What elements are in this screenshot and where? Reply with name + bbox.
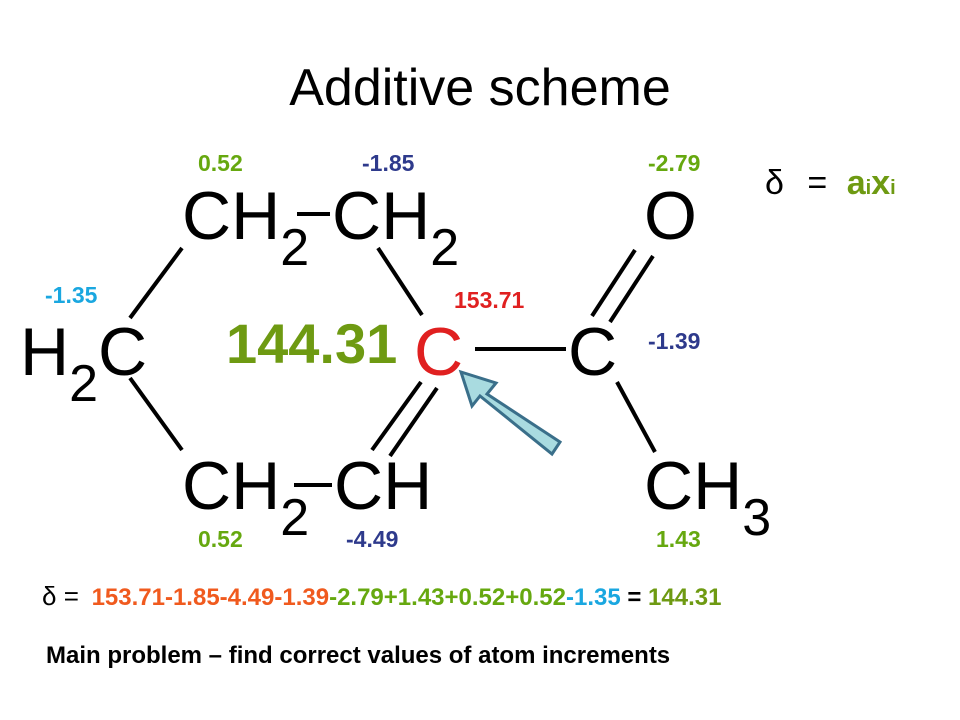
formula-subscript-i: i (865, 177, 872, 199)
slide-title: Additive scheme (289, 59, 671, 117)
atom-label: C (98, 314, 148, 390)
atom-h2c-left: H2C (20, 318, 147, 410)
equation-term: -1.35 (565, 584, 621, 611)
delta-symbol: δ (765, 164, 784, 202)
equation-term: +1.43 (383, 584, 445, 611)
bond-ring-top-right (376, 246, 424, 317)
atom-subscript: 3 (742, 489, 772, 547)
atom-ch2-bottom-left: CH2 (182, 452, 309, 544)
increment-ch3: 1.43 (656, 526, 701, 552)
formula-subscript-i: i (890, 177, 896, 199)
atom-carbon-center: C (414, 318, 463, 386)
equation-term: 153.71 (91, 584, 165, 611)
atom-label: CH (334, 448, 433, 524)
increment-carbon-carbonyl: -1.39 (648, 328, 701, 354)
atom-label: C (568, 314, 618, 390)
equation-lhs: δ = (42, 581, 79, 611)
increment-carbon-center: 153.71 (454, 287, 525, 313)
atom-carbon-carbonyl: C (568, 318, 617, 386)
bond-c-ch3 (615, 381, 657, 453)
increment-ch-bottom-right: -4.49 (346, 526, 399, 552)
atom-label: C (414, 314, 464, 390)
equation-term: +0.52 (444, 584, 506, 611)
bond-double-2 (388, 386, 439, 458)
bond-ring-top-left (128, 246, 184, 320)
equation-term: -4.49 (219, 584, 275, 611)
atom-label: CH (332, 178, 431, 254)
bond-co-double-1 (590, 248, 637, 318)
equation-result: 144.31 (648, 584, 722, 611)
atom-label: CH (182, 178, 281, 254)
bond-ring-bottom-left (128, 376, 184, 452)
atom-label: O (644, 178, 697, 254)
increment-ch2-bottom-left: 0.52 (198, 526, 243, 552)
atom-subscript: 2 (280, 219, 310, 277)
sum-equation: δ = 153.71-1.85-4.49-1.39-2.79+1.43+0.52… (42, 583, 721, 610)
increment-oxygen: -2.79 (648, 150, 701, 176)
equation-term: +0.52 (505, 584, 566, 611)
equation-equals: = (620, 584, 649, 611)
pointer-arrow (458, 369, 563, 457)
equation-term: -2.79 (329, 584, 384, 611)
problem-note: Main problem – find correct values of at… (46, 642, 671, 669)
atom-label: H (20, 314, 70, 390)
delta-formula: δ = aixi (765, 166, 896, 200)
predicted-shift: 144.31 (226, 312, 398, 375)
bond-co-double-2 (608, 254, 655, 324)
atom-ch3: CH3 (644, 452, 771, 544)
bond-double-1 (370, 380, 423, 452)
atom-ch2-top-right: CH2 (332, 182, 459, 274)
equation-term: -1.85 (164, 584, 220, 611)
increment-ch2-top-right: -1.85 (362, 150, 415, 176)
formula-x: x (871, 164, 891, 202)
atom-subscript: 2 (280, 489, 310, 547)
atom-label: CH (644, 448, 743, 524)
atom-oxygen: O (644, 182, 697, 250)
equation-term: -1.39 (274, 584, 330, 611)
atom-subscript: 2 (69, 355, 99, 413)
atom-ch-bottom-right: CH (334, 452, 432, 520)
equals-sign: = (807, 164, 828, 202)
increment-h2c-left: -1.35 (45, 282, 98, 308)
atom-ch2-top-left: CH2 (182, 182, 309, 274)
atom-label: CH (182, 448, 281, 524)
atom-subscript: 2 (430, 219, 460, 277)
increment-ch2-top-left: 0.52 (198, 150, 243, 176)
formula-a: a (846, 164, 866, 202)
